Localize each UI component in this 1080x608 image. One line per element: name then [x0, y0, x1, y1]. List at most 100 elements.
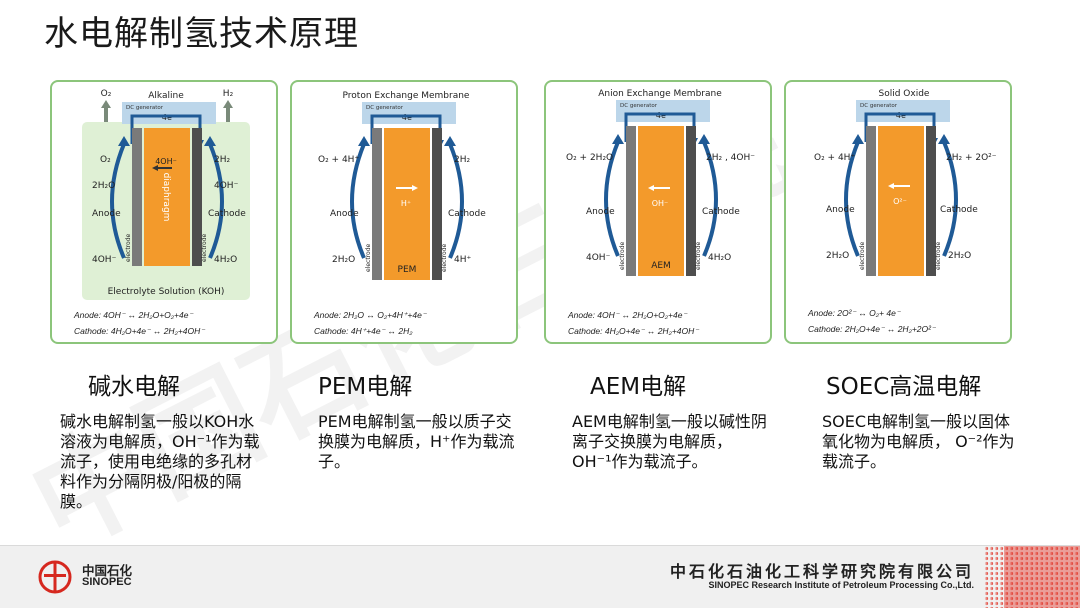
diagram-alkaline: Alkaline DC generator 4e⁻ O₂ H₂ diaphrag… [82, 89, 250, 300]
logo-chinese-name: 中国石化 [82, 563, 133, 578]
electrode-right-label: electrode [935, 241, 942, 270]
right-top-text: 2H₂ [454, 155, 470, 165]
top-left-gas: O₂ [101, 89, 112, 99]
anode-flow-arrow [604, 141, 620, 257]
electrode-left-label: electrode [859, 241, 866, 270]
electrode-right [926, 126, 936, 276]
electrode-right-label: electrode [201, 233, 208, 262]
desc-aem: AEM电解制氢一般以碱性阴离子交换膜为电解质， OH⁻¹作为载流子。 [572, 412, 767, 471]
cathode-flow-arrow [208, 143, 224, 259]
decorative-dot-pattern [984, 546, 1080, 608]
ion-label: H⁺ [401, 199, 411, 208]
membrane-label: diaphragm [161, 173, 171, 222]
electrode-right [686, 126, 696, 276]
desc-alkaline: 碱水电解制氢一般以KOH水溶液为电解质，OH⁻¹作为载流子，使用电绝缘的多孔材料… [60, 412, 260, 511]
electrode-left [132, 128, 142, 266]
left-top-text: O₂ + 2H₂O [566, 153, 613, 163]
anode-label: Anode [826, 205, 855, 215]
panel-alkaline: Alkaline DC generator 4e⁻ O₂ H₂ diaphrag… [50, 80, 278, 344]
electrode-left [626, 126, 636, 276]
electrode-right-label: electrode [441, 243, 448, 272]
anode-flow-arrow [110, 143, 126, 259]
right-top-text: 2H₂ [214, 155, 230, 165]
electrode-left-label: electrode [619, 241, 626, 270]
dc-generator-box [616, 100, 710, 122]
left-mid-text: 2H₂O [92, 181, 115, 191]
panel-title: Solid Oxide [879, 89, 930, 99]
dc-generator-label: DC generator [860, 103, 898, 109]
desc-pem: PEM电解制氢一般以质子交换膜为电解质，H⁺作为载流子。 [318, 412, 515, 471]
anode-label: Anode [92, 209, 121, 219]
cathode-flow-arrow [942, 141, 958, 257]
logo-english-name: SINOPEC [82, 576, 132, 588]
institute-english-name: SINOPEC Research Institute of Petroleum … [708, 580, 974, 590]
cathode-equation: Cathode: 4H₂O+4e⁻ ↔ 2H₂+4OH⁻ [74, 326, 205, 336]
right-top-text: 2H₂ + 2O²⁻ [946, 153, 997, 163]
cathode-label: Cathode [702, 207, 740, 217]
electrode-right-label: electrode [695, 241, 702, 270]
anode-equation: Anode: 2H₂O ↔ O₂+4H⁺+4e⁻ [314, 310, 427, 320]
electrode-right [192, 128, 202, 266]
anode-label: Anode [330, 209, 359, 219]
membrane-label: AEM [651, 261, 671, 271]
anode-flow-arrow [844, 141, 860, 257]
cathode-flow-arrow [448, 143, 464, 259]
top-right-gas: H₂ [223, 89, 234, 99]
right-bottom-text: 2H₂O [948, 251, 971, 261]
right-bottom-text: 4H₂O [708, 253, 731, 263]
panel-pem: Proton Exchange Membrane DC generator 4e… [290, 80, 518, 344]
electrode-right [432, 128, 442, 280]
heading-aem: AEM电解 [590, 374, 687, 400]
membrane [878, 126, 924, 276]
anode-equation: Anode: 4OH⁻ ↔ 2H₂O+O₂+4e⁻ [568, 310, 687, 320]
dc-generator-box [856, 100, 950, 122]
membrane-label: PEM [398, 265, 417, 275]
diagram-aem: Anion Exchange Membrane DC generator 4e⁻… [566, 89, 755, 276]
institute-chinese-name: 中石化石油化工科学研究院有限公司 [669, 562, 974, 581]
cathode-label: Cathode [208, 209, 246, 219]
electrode-left-label: electrode [365, 243, 372, 272]
electrode-left [372, 128, 382, 280]
left-bottom-text: 2H₂O [332, 255, 355, 265]
desc-soec: SOEC电解制氢一般以固体氧化物为电解质， O⁻²作为载流子。 [822, 412, 1015, 471]
dc-generator-label: DC generator [620, 103, 658, 109]
diagram-solid-oxide: Solid Oxide DC generator 4e⁻ O²⁻ O₂ + 4H… [814, 89, 997, 276]
electrode-left-label: electrode [125, 233, 132, 262]
cathode-equation: Cathode: 2H₂O+4e⁻ ↔ 2H₂+2O²⁻ [808, 324, 936, 334]
left-bottom-text: 4OH⁻ [586, 253, 611, 263]
panel-title: Proton Exchange Membrane [343, 91, 470, 101]
footer: 中国石化 SINOPEC 中石化石油化工科学研究院有限公司 SINOPEC Re… [0, 545, 1080, 608]
cathode-flow-arrow [702, 141, 718, 257]
left-top-text: O₂ + 4H⁺ [318, 155, 359, 165]
right-bottom-text: 4H⁺ [454, 255, 471, 265]
membrane [144, 128, 190, 266]
panel-title: Alkaline [148, 91, 184, 101]
cathode-label: Cathode [448, 209, 486, 219]
right-mid-text: 4OH⁻ [214, 181, 239, 191]
anode-equation: Anode: 2O²⁻ ↔ O₂+ 4e⁻ [808, 308, 901, 318]
slide-title: 水电解制氢技术原理 [44, 14, 359, 54]
heading-pem: PEM电解 [318, 374, 413, 400]
left-top-text: O₂ + 4H⁺ [814, 153, 855, 163]
dc-generator-box [122, 102, 216, 124]
membrane [638, 126, 684, 276]
dc-generator-label: DC generator [126, 105, 164, 111]
left-bottom-text: 4OH⁻ [92, 255, 117, 265]
heading-alkaline: 碱水电解 [88, 374, 180, 400]
ion-label: OH⁻ [652, 199, 669, 208]
right-bottom-text: 4H₂O [214, 255, 237, 265]
dc-generator-label: DC generator [366, 105, 404, 111]
anode-equation: Anode: 4OH⁻ ↔ 2H₂O+O₂+4e⁻ [74, 310, 193, 320]
dc-generator-box [362, 102, 456, 124]
panel-aem: Anion Exchange Membrane DC generator 4e⁻… [544, 80, 772, 344]
diagram-pem: Proton Exchange Membrane DC generator 4e… [318, 91, 486, 280]
membrane [384, 128, 430, 280]
heading-soec: SOEC高温电解 [826, 374, 982, 400]
ion-label: O²⁻ [893, 197, 907, 206]
ion-label: 4OH⁻ [155, 157, 177, 166]
cathode-equation: Cathode: 4H⁺+4e⁻ ↔ 2H₂ [314, 326, 413, 336]
cathode-label: Cathode [940, 205, 978, 215]
right-top-text: 2H₂ , 4OH⁻ [706, 153, 755, 163]
cathode-equation: Cathode: 4H₂O+4e⁻ ↔ 2H₂+4OH⁻ [568, 326, 699, 336]
electrolyte-label: Electrolyte Solution (KOH) [108, 287, 225, 297]
